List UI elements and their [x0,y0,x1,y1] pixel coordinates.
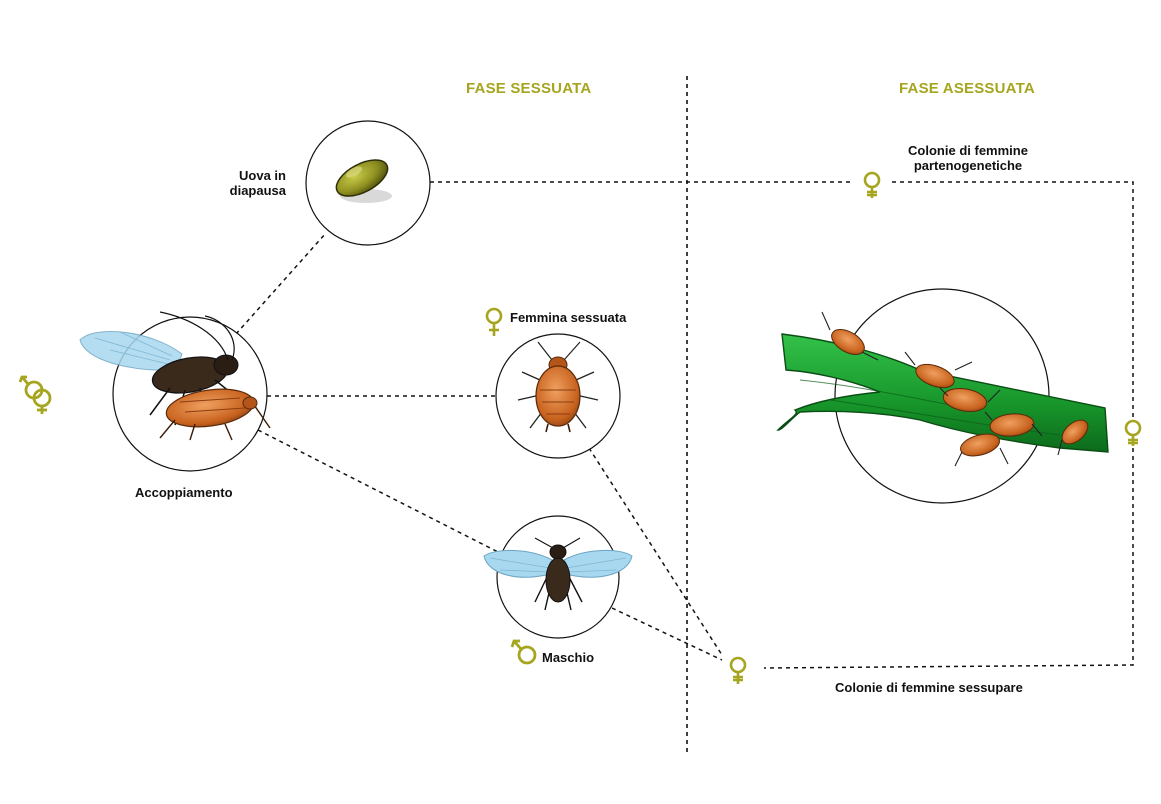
female-icon-loop [1124,419,1142,446]
male-label: Maschio [542,650,595,665]
male-icon [510,639,537,665]
eggs-label-line1: Uova in [239,168,286,183]
eggs-label: Uova in diapausa [200,168,286,198]
female-icon-parthenogenetic [863,171,881,198]
connector-female-sexupara [588,447,723,656]
phase-title-asexual: FASE ASESSUATA [899,80,1035,97]
mating-aphids-illustration [79,311,271,441]
egg-illustration [335,159,392,203]
cycle-connectors [235,181,1134,669]
parthenogenetic-label-line2: partenogenetiche [913,158,1023,173]
sexual-female-label: Femmina sessuata [510,310,627,325]
sexual-female-illustration [517,341,599,433]
female-icon [485,307,503,336]
connector-mating-eggs [235,232,327,335]
phase-title-sexual: FASE SESSUATA [466,80,592,97]
parthenogenetic-label: Colonie di femmine partenogenetiche [880,143,1056,173]
female-icon-sexupara [729,656,747,684]
male-female-icon [18,375,52,414]
eggs-label-line2: diapausa [229,183,286,198]
connector-mating-male [257,429,501,554]
connector-loop-sexupara [763,448,1134,669]
mating-label: Accoppiamento [135,485,233,500]
connector-male-sexupara [611,607,723,661]
male-illustration [483,537,633,611]
connector-parth-loop [892,181,1134,420]
parthenogenetic-label-line1: Colonie di femmine [908,143,1028,158]
sexupara-label: Colonie di femmine sessupare [835,680,1023,695]
aphid-colony-illustration [776,311,1109,467]
